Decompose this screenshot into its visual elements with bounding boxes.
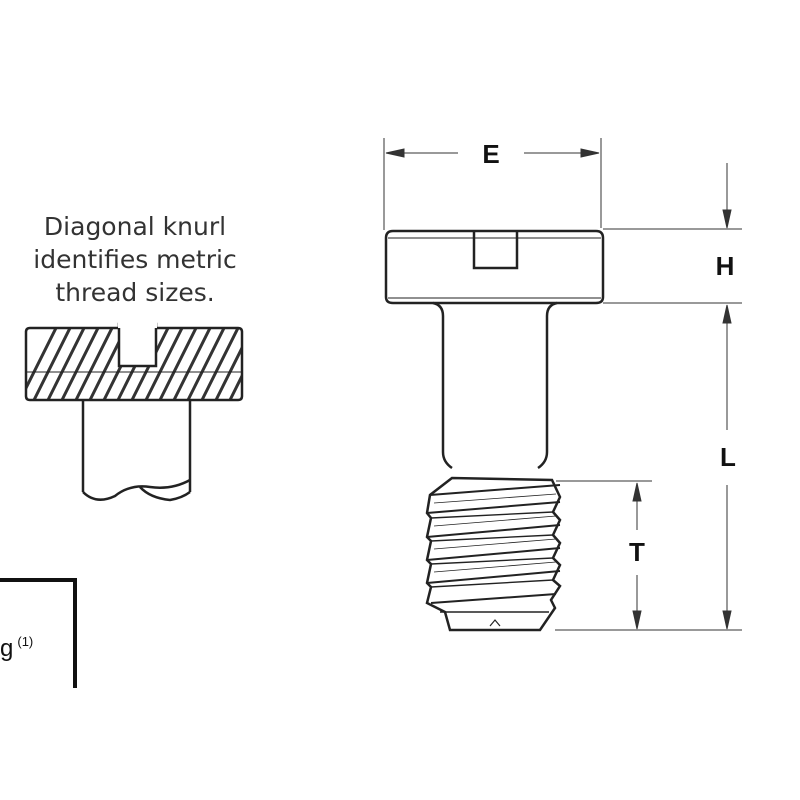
knurled-head-illustration [24,322,244,502]
caption-line: identifies metric [33,245,237,274]
table-header-text: g [0,635,14,662]
footnote-marker: (1) [17,634,34,649]
caption-line: Diagonal knurl [43,212,227,241]
table-header-fragment: g(1) [0,634,33,663]
dimension-label-t: T [629,537,645,567]
knurl-caption: Diagonal knurl identifies metric thread … [20,210,250,309]
dimension-label-e: E [482,139,499,169]
dimension-lines [383,138,742,631]
dimension-label-h: H [716,251,735,281]
dimension-label-l: L [720,442,736,472]
table-border [0,578,77,688]
screw-profile [384,229,605,632]
caption-line: thread sizes. [55,278,215,307]
